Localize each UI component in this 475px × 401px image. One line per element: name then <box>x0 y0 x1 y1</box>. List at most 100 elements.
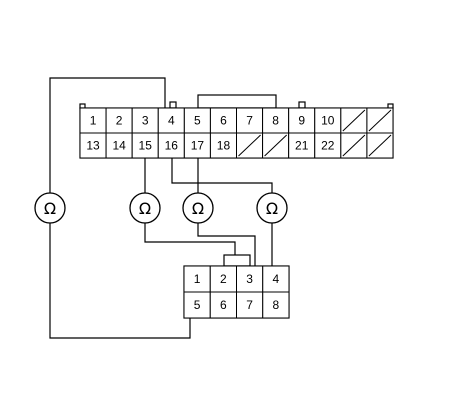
upper_connector-cell: 18 <box>209 132 238 159</box>
upper_connector-cell <box>262 132 290 159</box>
upper_connector-cell: 7 <box>236 107 264 134</box>
upper_connector-cell: 15 <box>131 132 159 159</box>
lower_connector-pin-label: 1 <box>194 272 201 286</box>
ohmmeters: Ω Ω Ω Ω <box>34 192 288 224</box>
upper_connector-cell-frame <box>79 132 107 159</box>
upper_connector-cell: 13 <box>79 132 107 159</box>
lower_connector-cell-frame <box>183 291 211 319</box>
ohm-icon: Ω <box>266 199 278 218</box>
upper_connector-cell: 5 <box>183 107 211 134</box>
ohmmeter-4: Ω <box>256 192 288 224</box>
upper_connector-blank-slash <box>238 134 261 157</box>
wire-meter4-upper <box>171 158 273 193</box>
lower_connector-cell: 5 <box>183 291 211 319</box>
lower_connector-pin-label: 4 <box>273 272 280 286</box>
upper_connector-cell: 3 <box>131 107 159 134</box>
upper_connector-blank-slash <box>368 134 392 157</box>
upper_connector-cell: 2 <box>105 107 133 134</box>
upper_connector-cell-frame <box>236 107 264 134</box>
upper_connector-cell: 6 <box>209 107 238 134</box>
lower_connector-pin-label: 6 <box>220 298 227 312</box>
upper_connector-cell: 14 <box>105 132 133 159</box>
upper-connector-lock <box>197 94 277 109</box>
ohmmeter-3: Ω <box>182 192 214 224</box>
lower_connector-pin-label: 8 <box>273 298 280 312</box>
lower_connector-cell: 3 <box>236 265 264 293</box>
ohmmeter-2: Ω <box>129 192 161 224</box>
upper_connector-pin-label: 7 <box>246 114 253 128</box>
wire-meter3-lower <box>197 223 256 266</box>
upper-connector-key-left <box>79 103 86 109</box>
upper_connector-blank-slash <box>342 109 366 132</box>
upper_connector-cell-frame <box>131 132 159 159</box>
upper_connector-cell-frame <box>183 107 211 134</box>
lower_connector-pin-label: 5 <box>194 298 201 312</box>
upper_connector-pin-label: 9 <box>298 114 305 128</box>
upper_connector-cell-frame <box>105 132 133 159</box>
wire-meter2-lower <box>144 223 236 266</box>
upper_connector-pin-label: 15 <box>139 139 153 153</box>
ohmmeter-4-circle <box>256 192 288 224</box>
lower-connector: 1 2 3 4 5 6 7 8 <box>183 254 290 319</box>
upper_connector-pin-label: 21 <box>295 139 309 153</box>
ohm-icon: Ω <box>192 199 204 218</box>
lower_connector-cell-frame <box>262 265 290 293</box>
ohmmeter-1: Ω <box>34 192 66 224</box>
lower_connector-cell-frame <box>262 291 290 319</box>
upper_connector-cell: 17 <box>183 132 211 159</box>
ohmmeter-1-circle <box>34 192 66 224</box>
upper_connector-pin-label: 1 <box>90 114 97 128</box>
upper_connector-pin-label: 5 <box>194 114 201 128</box>
upper_connector-pin-label: 2 <box>116 114 123 128</box>
lower_connector-pin-label: 7 <box>246 298 253 312</box>
upper_connector-cell-frame <box>209 132 238 159</box>
upper_connector-pin-label: 22 <box>321 139 335 153</box>
upper_connector-cell: 4 <box>157 107 185 134</box>
upper_connector-pin-label: 14 <box>112 139 126 153</box>
ohmmeter-2-circle <box>129 192 161 224</box>
upper_connector-pin-label: 6 <box>220 114 227 128</box>
upper-connector-tab-left <box>169 101 177 109</box>
upper-connector-key-right <box>387 103 394 109</box>
upper_connector-pin-label: 17 <box>191 139 205 153</box>
upper_connector-cell: 21 <box>288 132 316 159</box>
lower_connector-cell: 6 <box>209 291 237 319</box>
ohmmeter-3-circle <box>182 192 214 224</box>
upper_connector-cell-frame <box>183 132 211 159</box>
upper_connector-pin-label: 13 <box>86 139 100 153</box>
ohm-icon: Ω <box>44 199 56 218</box>
upper_connector-cell <box>340 132 368 159</box>
upper_connector-cell: 10 <box>314 107 342 134</box>
upper_connector-blank-slash <box>264 134 288 157</box>
lower-connector-lock <box>223 254 251 267</box>
lower_connector-cell: 4 <box>262 265 290 293</box>
lower_connector-cell: 8 <box>262 291 290 319</box>
lower_connector-pin-label: 3 <box>246 272 253 286</box>
wire-meter1-upper <box>49 77 166 193</box>
upper_connector-pin-label: 18 <box>217 139 231 153</box>
lower-connector-cells: 1 2 3 4 5 6 7 8 <box>183 265 290 319</box>
lower_connector-cell-frame <box>209 291 237 319</box>
upper_connector-cell: 9 <box>288 107 316 134</box>
upper_connector-cell <box>340 107 368 134</box>
upper_connector-blank-slash <box>368 109 392 132</box>
lower_connector-cell: 2 <box>209 265 237 293</box>
upper-connector-tab-right <box>298 101 306 109</box>
upper_connector-cell-frame <box>209 107 238 134</box>
upper_connector-pin-label: 10 <box>321 114 335 128</box>
upper_connector-cell-frame <box>157 132 185 159</box>
upper_connector-cell: 16 <box>157 132 185 159</box>
wires <box>49 77 273 339</box>
upper_connector-pin-label: 16 <box>165 139 179 153</box>
lower_connector-cell: 1 <box>183 265 211 293</box>
lower_connector-pin-label: 2 <box>220 272 227 286</box>
upper_connector-cell <box>236 132 264 159</box>
upper_connector-cell: 1 <box>79 107 107 134</box>
upper_connector-cell <box>366 107 394 134</box>
upper_connector-cell: 22 <box>314 132 342 159</box>
upper_connector-pin-label: 3 <box>142 114 149 128</box>
upper_connector-pin-label: 4 <box>168 114 175 128</box>
